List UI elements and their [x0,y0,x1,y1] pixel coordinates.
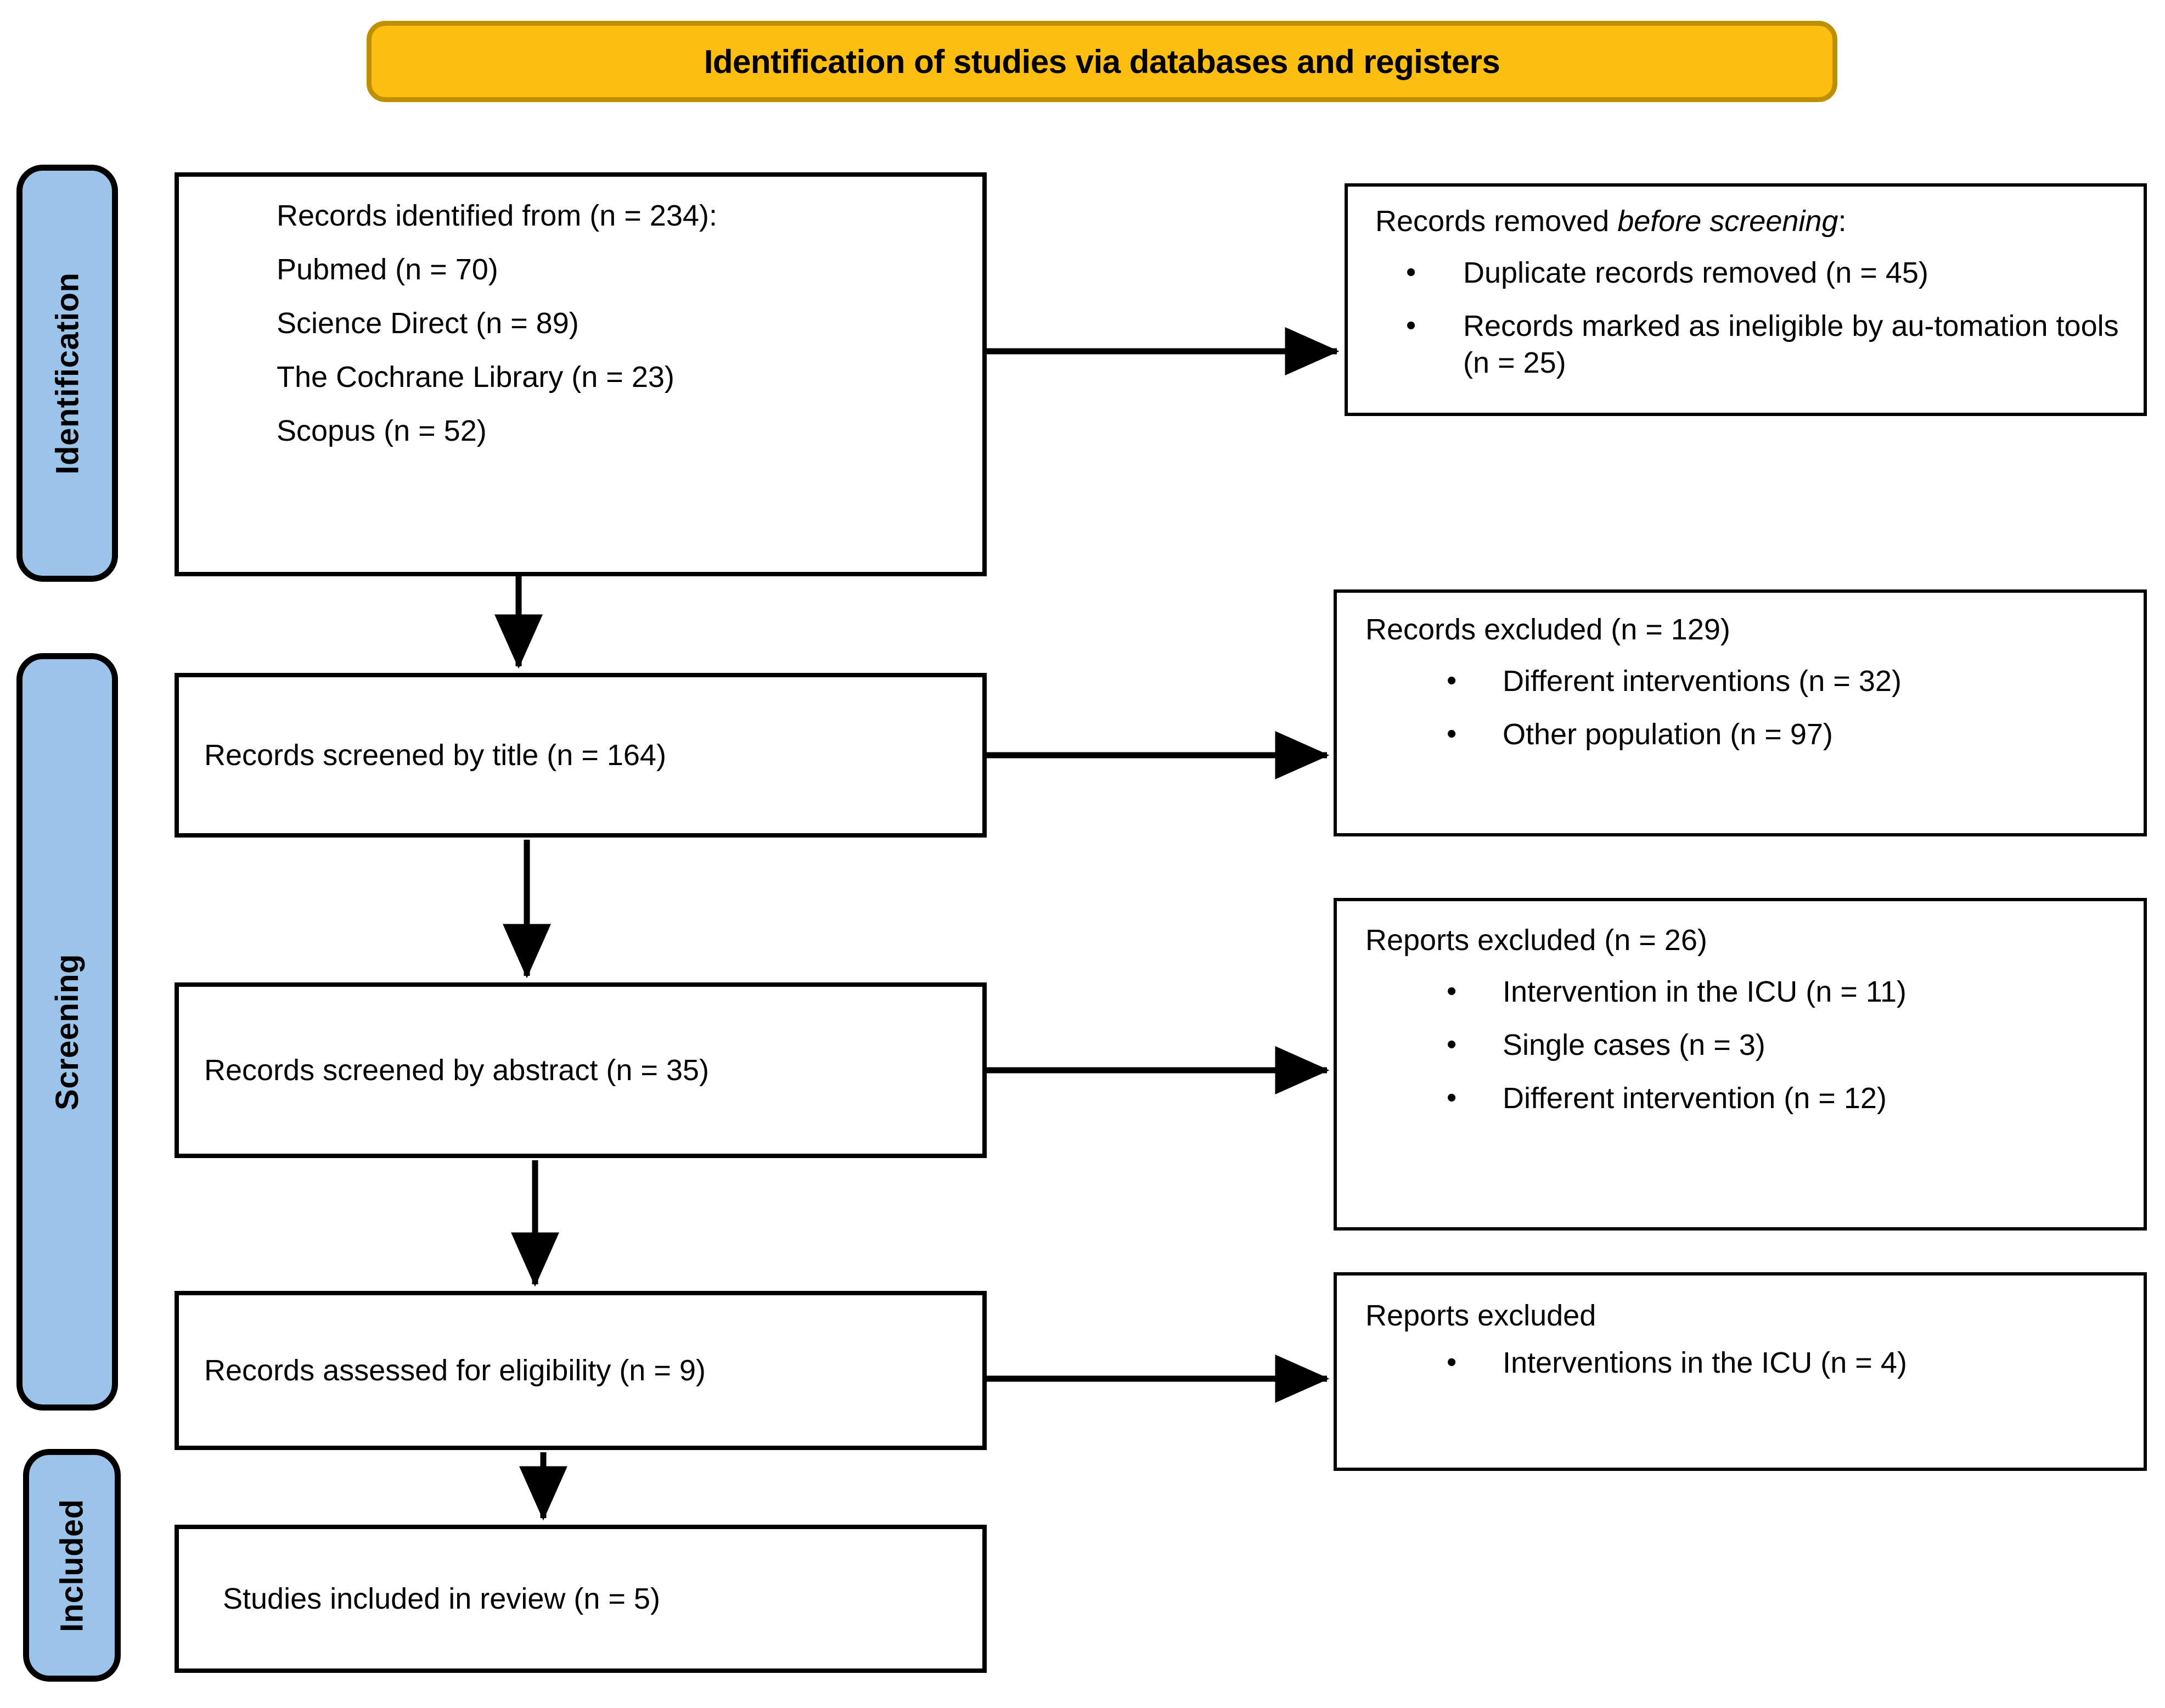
records-removed-bullet-automation: Records marked as ineligible by au-tomat… [1375,308,2125,381]
box-records-excluded-title-stage: Records excluded (n = 129) Different int… [1334,589,2147,836]
phase-label-screening: Screening [16,653,118,1411]
records-screened-by-abstract-text: Records screened by abstract (n = 35) [204,1054,709,1087]
records-removed-heading-suffix: : [1838,205,1847,238]
reports-excluded-abstract-bullet-list: Intervention in the ICU (n = 11) Single … [1365,974,2127,1117]
phase-label-included-text: Included [54,1498,90,1632]
box-records-screened-by-title: Records screened by title (n = 164) [175,673,987,838]
records-assessed-for-eligibility-text: Records assessed for eligibility (n = 9) [204,1354,706,1387]
records-identified-source-science-direct: Science Direct (n = 89) [277,307,579,340]
records-excluded-bullet-other-population: Other population (n = 97) [1365,716,2127,753]
phase-label-identification-text: Identification [49,272,86,474]
box-studies-included-in-review: Studies included in review (n = 5) [175,1525,987,1673]
box-reports-excluded-abstract-stage: Reports excluded (n = 26) Intervention i… [1334,898,2147,1231]
diagram-title: Identification of studies via databases … [704,43,1500,80]
reports-excluded-bullet-different-intervention: Different intervention (n = 12) [1365,1080,2127,1117]
phase-label-included: Included [23,1449,121,1682]
reports-excluded-eligibility-bullet-icu: Interventions in the ICU (n = 4) [1365,1345,2127,1381]
records-identified-source-scopus: Scopus (n = 52) [277,414,487,447]
studies-included-in-review-text: Studies included in review (n = 5) [223,1582,660,1615]
box-records-assessed-for-eligibility: Records assessed for eligibility (n = 9) [175,1291,987,1450]
phase-label-screening-text: Screening [49,953,85,1110]
records-identified-source-pubmed: Pubmed (n = 70) [277,253,498,286]
records-removed-heading-prefix: Records removed [1375,205,1618,238]
records-removed-heading-italic: before screening [1617,205,1838,238]
box-reports-excluded-eligibility-stage: Reports excluded Interventions in the IC… [1334,1272,2147,1471]
reports-excluded-bullet-single-cases: Single cases (n = 3) [1365,1027,2127,1064]
box-records-identified: Records identified from (n = 234): Pubme… [175,172,987,576]
records-identified-source-cochrane: The Cochrane Library (n = 23) [277,361,674,394]
records-removed-heading: Records removed before screening: [1375,206,2125,236]
reports-excluded-eligibility-bullet-list: Interventions in the ICU (n = 4) [1365,1345,2127,1381]
diagram-header-banner: Identification of studies via databases … [367,21,1837,102]
records-identified-total: Records identified from (n = 234): [277,199,717,232]
records-screened-by-title-text: Records screened by title (n = 164) [204,739,666,772]
reports-excluded-bullet-icu-intervention: Intervention in the ICU (n = 11) [1365,974,2127,1010]
records-excluded-bullet-different-interventions: Different interventions (n = 32) [1365,663,2127,700]
reports-excluded-abstract-heading: Reports excluded (n = 26) [1365,924,1707,957]
records-removed-bullet-duplicates: Duplicate records removed (n = 45) [1375,255,2125,291]
records-removed-bullet-list: Duplicate records removed (n = 45) Recor… [1375,255,2125,381]
box-records-screened-by-abstract: Records screened by abstract (n = 35) [175,982,987,1158]
box-records-removed-before-screening: Records removed before screening: Duplic… [1345,183,2147,416]
phase-label-identification: Identification [16,165,118,582]
records-excluded-heading: Records excluded (n = 129) [1365,613,1730,646]
reports-excluded-eligibility-heading: Reports excluded [1365,1299,1596,1332]
records-excluded-bullet-list: Different interventions (n = 32) Other p… [1365,663,2127,753]
